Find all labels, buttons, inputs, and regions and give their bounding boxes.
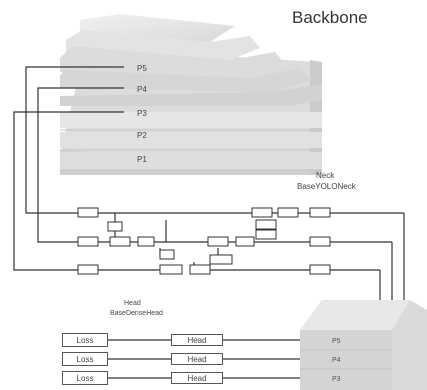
- op-box: [310, 265, 330, 274]
- neck-operator-boxes: [78, 208, 330, 274]
- layer-label-p1: P1: [137, 155, 147, 164]
- output-label-p5: P5: [332, 338, 341, 345]
- output-labels: P5 P4 P3: [332, 338, 341, 383]
- layer-label-p2: P2: [137, 131, 147, 140]
- head-class-name: BaseDenseHead: [110, 310, 163, 317]
- op-box: [78, 208, 98, 217]
- op-box: [208, 237, 228, 246]
- op-box: [310, 237, 330, 246]
- op-box: [110, 237, 130, 246]
- op-box: [278, 208, 298, 217]
- op-box: [108, 222, 122, 231]
- output-label-p4: P4: [332, 357, 341, 364]
- neck-class-name: BaseYOLONeck: [297, 182, 356, 191]
- op-box: [236, 237, 254, 246]
- output-label-p3: P3: [332, 376, 341, 383]
- head-box: Head: [171, 372, 223, 384]
- loss-box: Loss: [62, 352, 108, 366]
- layer-label-p5: P5: [137, 64, 147, 73]
- op-box: [78, 237, 98, 246]
- op-box: [78, 265, 98, 274]
- head-box: Head: [171, 334, 223, 346]
- op-box: [252, 208, 272, 217]
- layer-label-p4: P4: [137, 85, 147, 94]
- layer-label-p3: P3: [137, 109, 147, 118]
- op-box: [210, 255, 232, 264]
- loss-box: Loss: [62, 333, 108, 347]
- op-box: [190, 265, 210, 274]
- op-box: [138, 237, 154, 246]
- loss-box: Loss: [62, 371, 108, 385]
- backbone-stack: [60, 14, 322, 175]
- head-label: Head: [124, 300, 141, 307]
- op-box: [160, 250, 174, 259]
- head-box: Head: [171, 353, 223, 365]
- op-box: [310, 208, 330, 217]
- op-box: [256, 230, 276, 239]
- neck-label: Neck: [316, 171, 334, 180]
- backbone-title: Backbone: [292, 8, 368, 28]
- output-block: [300, 300, 427, 390]
- op-box: [256, 220, 276, 229]
- op-box: [160, 265, 182, 274]
